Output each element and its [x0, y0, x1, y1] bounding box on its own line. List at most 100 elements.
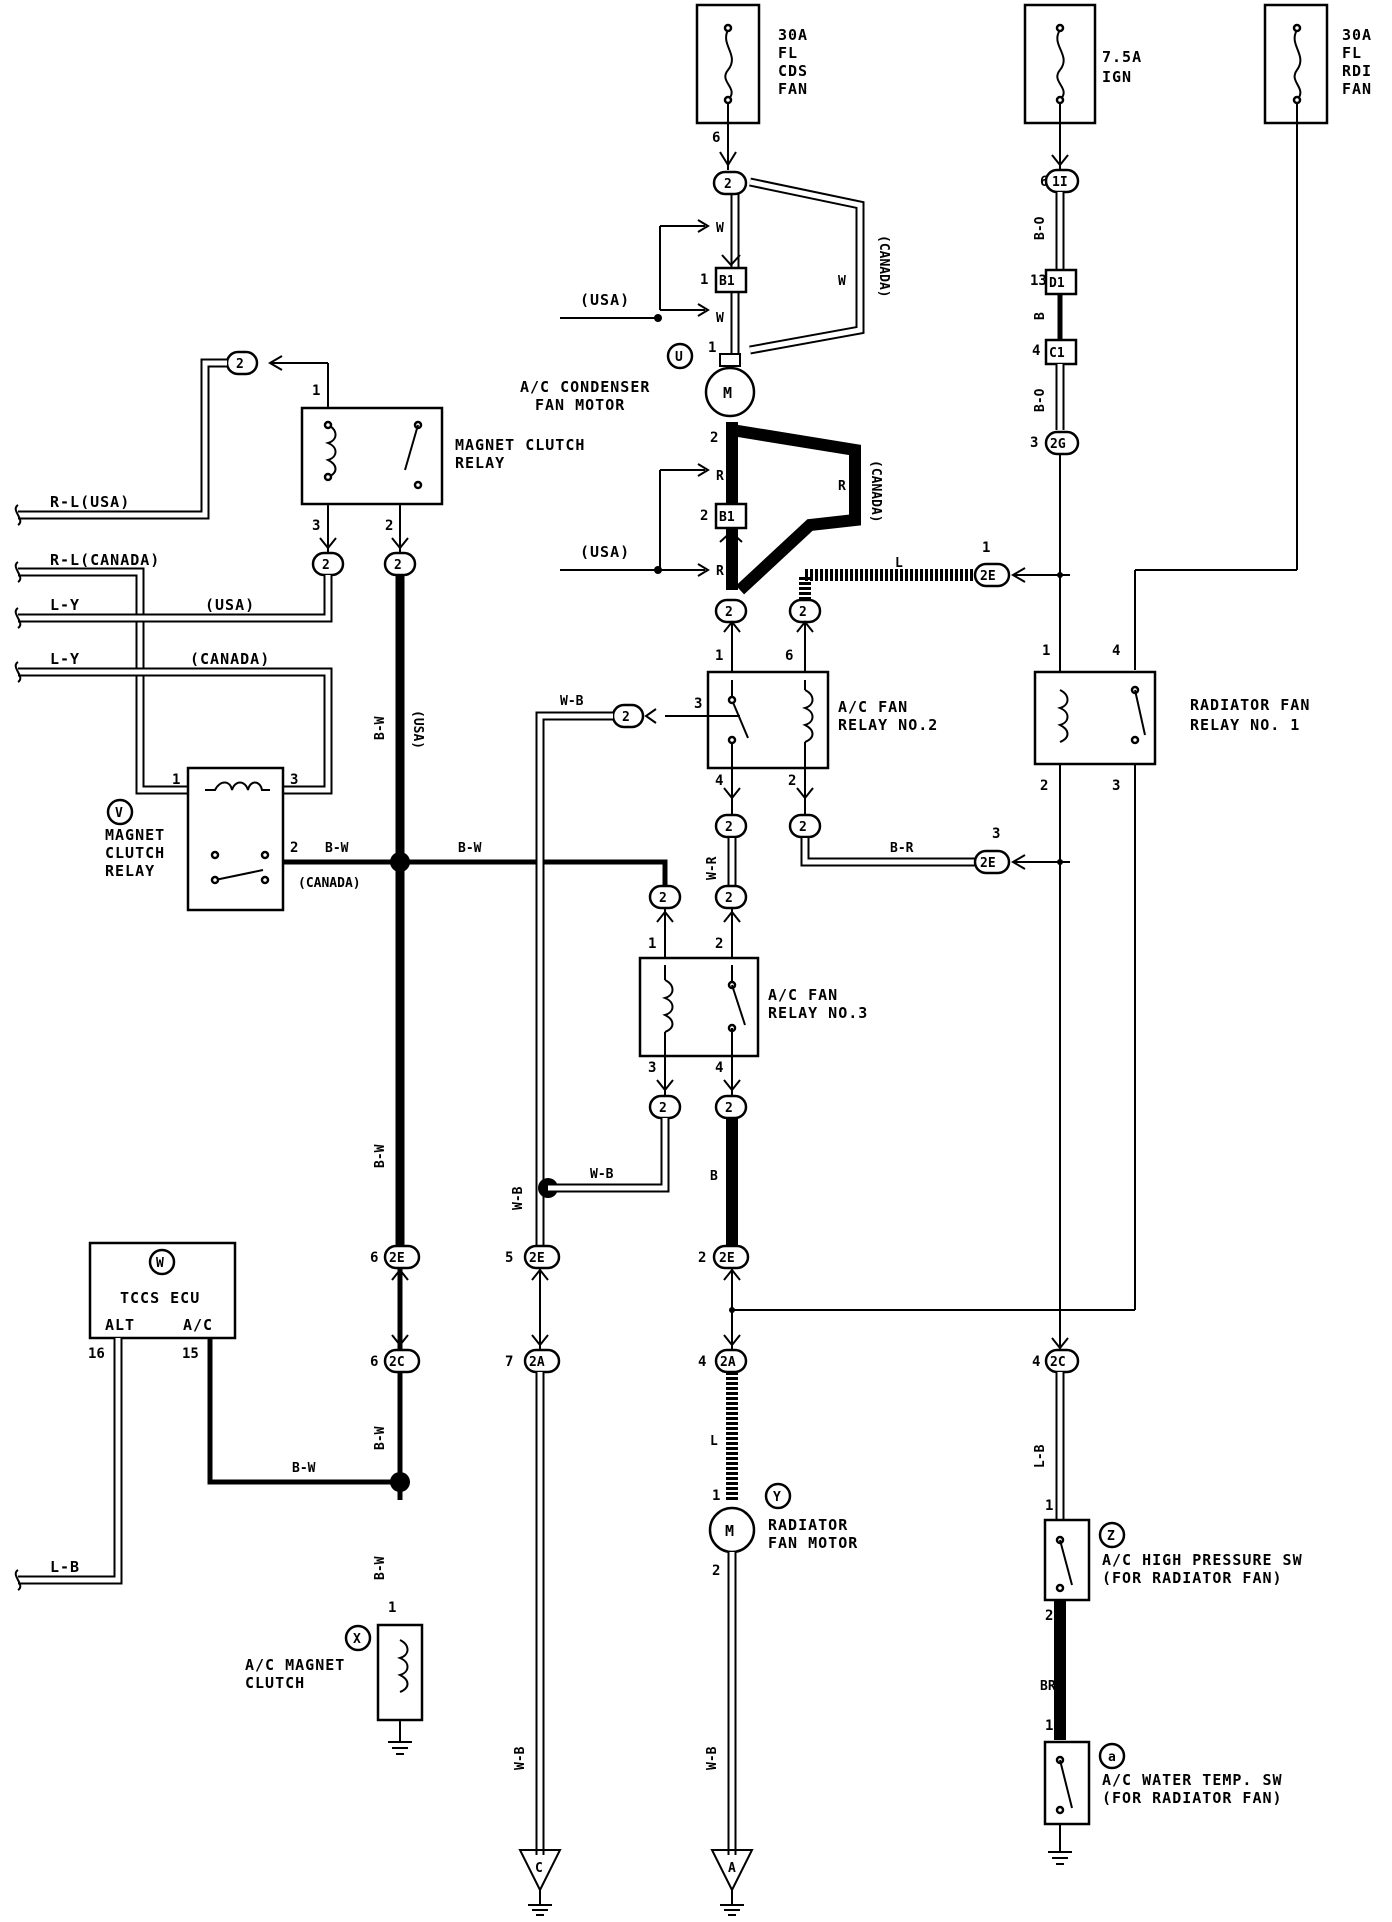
- svg-text:1: 1: [172, 772, 180, 788]
- svg-text:R-L(USA): R-L(USA): [50, 493, 130, 511]
- svg-text:C1: C1: [1049, 346, 1065, 361]
- fuse-30a-rdi-fan: 30A FL RDI FAN: [1263, 3, 1372, 125]
- svg-text:B-O: B-O: [1033, 388, 1048, 412]
- svg-text:2: 2: [1040, 778, 1048, 794]
- svg-text:W-B: W-B: [511, 1186, 526, 1210]
- svg-text:13: 13: [1030, 273, 1047, 289]
- svg-text:2E: 2E: [389, 1251, 405, 1266]
- svg-text:Y: Y: [773, 1490, 781, 1505]
- svg-text:IGN: IGN: [1102, 68, 1132, 86]
- svg-text:6: 6: [370, 1250, 378, 1266]
- svg-text:B-W: B-W: [292, 1461, 316, 1476]
- svg-text:B1: B1: [719, 274, 735, 289]
- svg-text:1: 1: [648, 936, 656, 952]
- bw-trunk: B-W (USA) B-W (CANADA) B-W B-W 6 2E 6 2C…: [283, 575, 668, 1616]
- svg-text:RELAY NO.3: RELAY NO.3: [768, 1004, 868, 1022]
- svg-text:7.5A: 7.5A: [1102, 48, 1142, 66]
- svg-text:30A: 30A: [778, 26, 808, 44]
- svg-text:L-B: L-B: [1033, 1444, 1048, 1468]
- svg-text:W: W: [156, 1256, 164, 1271]
- svg-text:3: 3: [992, 826, 1000, 842]
- svg-text:(USA): (USA): [580, 291, 630, 309]
- svg-text:D1: D1: [1049, 276, 1065, 291]
- svg-text:W: W: [838, 274, 846, 289]
- svg-text:2: 2: [788, 773, 796, 789]
- svg-text:BR: BR: [1040, 1679, 1056, 1694]
- svg-text:2C: 2C: [389, 1355, 405, 1370]
- svg-text:1: 1: [312, 383, 320, 399]
- svg-text:L-B: L-B: [50, 1558, 80, 1576]
- svg-text:A/C: A/C: [183, 1316, 213, 1334]
- svg-text:M: M: [723, 384, 733, 402]
- fuse-7-5a-ign: 7.5A IGN: [1023, 3, 1142, 125]
- svg-text:W-B: W-B: [560, 694, 584, 709]
- svg-text:(FOR RADIATOR FAN): (FOR RADIATOR FAN): [1102, 1789, 1283, 1807]
- svg-text:1: 1: [700, 272, 708, 288]
- svg-text:1: 1: [388, 1600, 396, 1616]
- svg-text:6: 6: [370, 1354, 378, 1370]
- svg-text:B-W: B-W: [325, 841, 349, 856]
- svg-text:2: 2: [385, 518, 393, 534]
- svg-text:A/C WATER TEMP. SW: A/C WATER TEMP. SW: [1102, 1771, 1283, 1789]
- svg-text:B-R: B-R: [890, 841, 914, 856]
- svg-text:R-L(CANADA): R-L(CANADA): [50, 551, 160, 569]
- svg-text:(CANADA): (CANADA): [298, 876, 361, 891]
- svg-text:a: a: [1108, 1750, 1116, 1765]
- svg-text:L: L: [710, 1434, 718, 1449]
- svg-text:2G: 2G: [1050, 437, 1066, 452]
- svg-text:(FOR RADIATOR FAN): (FOR RADIATOR FAN): [1102, 1569, 1283, 1587]
- svg-text:RELAY NO. 1: RELAY NO. 1: [1190, 716, 1300, 734]
- svg-text:(USA): (USA): [580, 543, 630, 561]
- svg-text:RADIATOR FAN: RADIATOR FAN: [1190, 696, 1310, 714]
- svg-text:30A: 30A: [1342, 26, 1372, 44]
- radiator-fan-motor: 2A 4 L 1 M Y RADIATOR FAN MOTOR 2 W-B A: [698, 1348, 857, 1916]
- svg-text:15: 15: [182, 1346, 199, 1362]
- svg-text:2: 2: [322, 558, 330, 573]
- svg-text:2: 2: [725, 891, 733, 906]
- svg-text:W-B: W-B: [513, 1746, 528, 1770]
- svg-text:FL: FL: [1342, 44, 1362, 62]
- svg-text:L: L: [895, 556, 903, 571]
- svg-text:1: 1: [708, 340, 716, 356]
- svg-text:2A: 2A: [529, 1355, 545, 1370]
- svg-text:1I: 1I: [1052, 175, 1068, 190]
- svg-text:L-Y: L-Y: [50, 596, 80, 614]
- radiator-fan-relay-no1: 1 4 2 3 RADIATOR FAN RELAY NO. 1: [1033, 643, 1310, 794]
- svg-text:2: 2: [659, 1101, 667, 1116]
- svg-text:2: 2: [712, 1563, 720, 1579]
- svg-text:A: A: [728, 1861, 736, 1876]
- svg-text:2: 2: [1045, 1608, 1053, 1624]
- svg-text:2: 2: [236, 357, 244, 372]
- svg-text:3: 3: [694, 696, 702, 712]
- svg-text:2: 2: [724, 177, 732, 192]
- magnet-clutch-relay-top: 2 1 MAGNET CLUTCH RELAY 3 2 2 2: [225, 350, 584, 577]
- svg-text:1: 1: [1045, 1498, 1053, 1514]
- svg-text:1: 1: [715, 648, 723, 664]
- ac-fan-relay-no2: 1 6 3 A/C FAN RELAY NO.2 4 2 2 2 B-R 2E …: [665, 620, 1070, 910]
- svg-text:FL: FL: [778, 44, 798, 62]
- svg-text:(USA): (USA): [410, 710, 425, 749]
- svg-text:1: 1: [712, 1488, 720, 1504]
- svg-text:RELAY: RELAY: [105, 862, 155, 880]
- svg-text:ALT: ALT: [105, 1316, 135, 1334]
- svg-text:2: 2: [725, 605, 733, 620]
- svg-text:A/C MAGNET: A/C MAGNET: [245, 1656, 345, 1674]
- svg-text:A/C CONDENSER: A/C CONDENSER: [520, 378, 650, 396]
- svg-text:4: 4: [715, 1060, 723, 1076]
- wire-label-b: B: [710, 1169, 718, 1184]
- svg-text:2: 2: [659, 891, 667, 906]
- wb-circuit: 2 W-B W-B W-B 5 2E 7 2A W-B C: [505, 694, 670, 1916]
- svg-text:6: 6: [712, 130, 720, 146]
- svg-text:4: 4: [1032, 343, 1040, 359]
- svg-text:2C: 2C: [1050, 1355, 1066, 1370]
- svg-text:W: W: [716, 221, 724, 236]
- svg-text:V: V: [115, 806, 123, 821]
- svg-text:2: 2: [622, 710, 630, 725]
- svg-text:B-O: B-O: [1033, 216, 1048, 240]
- svg-text:B-W: B-W: [373, 1556, 388, 1580]
- svg-text:W-B: W-B: [705, 1746, 720, 1770]
- ac-magnet-clutch: X A/C MAGNET CLUTCH: [245, 1623, 424, 1755]
- svg-text:1: 1: [1045, 1718, 1053, 1734]
- svg-text:6: 6: [785, 648, 793, 664]
